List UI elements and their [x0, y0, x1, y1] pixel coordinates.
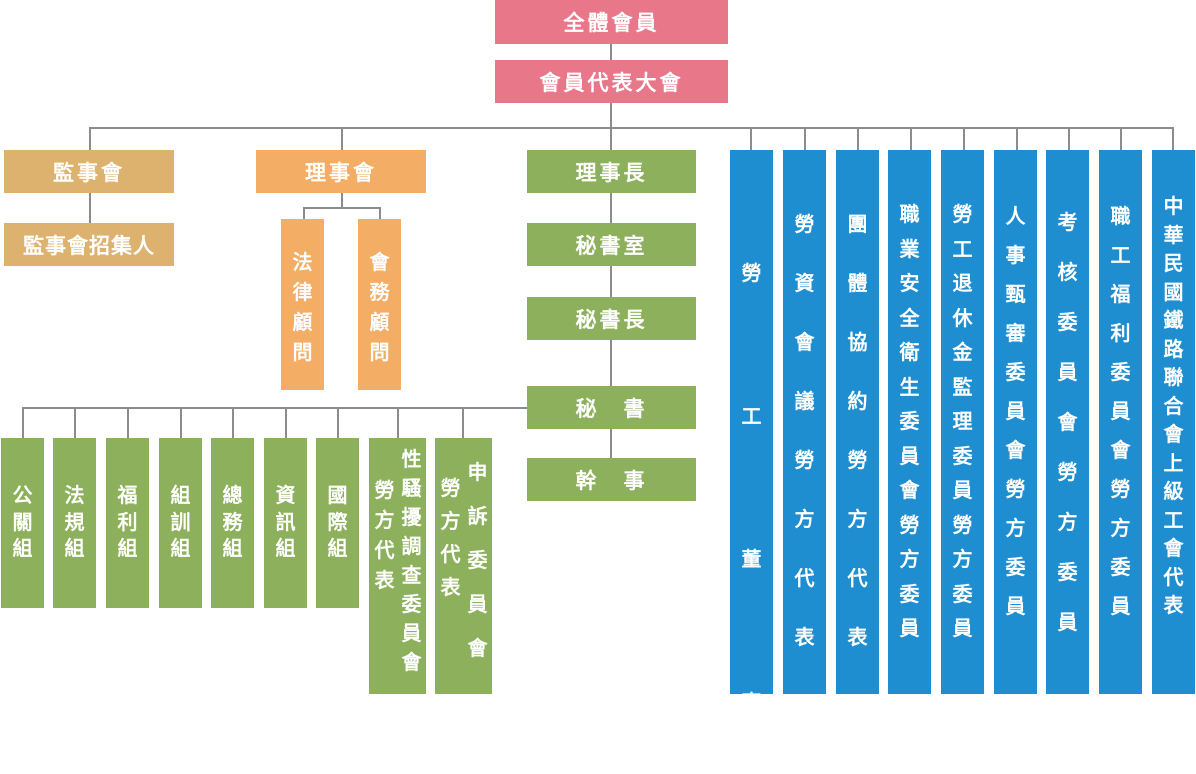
connector-line: [341, 193, 343, 208]
secretary-general-box: 秘書長: [527, 297, 696, 340]
grievance-committee-box: 勞方代表 申訴委員會: [435, 438, 492, 694]
connector-line: [963, 127, 965, 150]
harassment-committee-box: 勞方代表 性騷擾調查委員會: [369, 438, 426, 694]
affairs-advisor-box: 會務顧問: [358, 219, 401, 390]
connector-line: [1068, 127, 1070, 150]
connector-line: [74, 407, 76, 438]
connector-line: [89, 127, 91, 150]
connector-line: [397, 407, 399, 438]
labor-director-box: 勞工董事: [730, 150, 773, 714]
officer-box: 幹 事: [527, 458, 696, 501]
secretariat-box: 秘書室: [527, 223, 696, 266]
connector-line: [910, 127, 912, 150]
group-general-affairs-box: 總務組: [211, 438, 254, 608]
connector-line: [22, 407, 24, 438]
connector-line: [341, 127, 343, 150]
personnel-review-committee-box: 人事甄審委員會勞方委員: [994, 150, 1037, 694]
group-training-box: 組訓組: [159, 438, 202, 608]
employee-welfare-committee-box: 職工福利委員會勞方委員: [1099, 150, 1142, 694]
connector-line: [303, 207, 305, 219]
connector-line: [379, 207, 381, 219]
connector-line: [89, 193, 91, 223]
connector-line: [462, 407, 464, 438]
board-of-directors-box: 理事會: [256, 150, 426, 193]
secretary-box: 秘 書: [527, 386, 696, 429]
group-regulations-box: 法規組: [53, 438, 96, 608]
collective-agreement-rep-box: 團體協約勞方代表: [836, 150, 879, 694]
connector-line: [89, 127, 1174, 129]
member-assembly-box: 會員代表大會: [495, 60, 728, 103]
connector-line: [610, 340, 612, 386]
labor-management-meeting-rep-box: 勞資會議勞方代表: [783, 150, 826, 694]
connector-line: [232, 407, 234, 438]
labor-pension-supervision-box: 勞工退休金監理委員勞方委員: [941, 150, 984, 694]
connector-line: [610, 127, 612, 150]
connector-line: [303, 207, 381, 209]
all-members-box: 全體會員: [495, 0, 728, 44]
connector-line: [337, 407, 339, 438]
connector-line: [857, 127, 859, 150]
connector-line: [750, 127, 752, 150]
connector-line: [804, 127, 806, 150]
evaluation-committee-box: 考核委員會勞方委員: [1046, 150, 1089, 694]
connector-line: [285, 407, 287, 438]
connector-line: [1172, 127, 1174, 150]
connector-line: [610, 44, 612, 60]
supervisory-convener-box: 監事會招集人: [4, 223, 174, 266]
connector-line: [610, 103, 612, 128]
connector-line: [127, 407, 129, 438]
connector-line: [1120, 127, 1122, 150]
harassment-committee-label: 勞方代表: [374, 478, 395, 592]
supervisory-board-box: 監事會: [4, 150, 174, 193]
grievance-committee-sub: 申訴委員會: [467, 460, 488, 660]
harassment-committee-sub: 性騷擾調查委員會: [401, 447, 422, 674]
group-information-box: 資訊組: [264, 438, 307, 608]
connector-line: [610, 429, 612, 458]
grievance-committee-label: 勞方代表: [440, 476, 461, 599]
chairman-box: 理事長: [527, 150, 696, 193]
group-welfare-box: 福利組: [106, 438, 149, 608]
connector-line: [610, 266, 612, 297]
occupational-safety-committee-box: 職業安全衛生委員會勞方委員: [888, 150, 931, 694]
group-public-relations-box: 公關組: [1, 438, 44, 608]
connector-line: [180, 407, 182, 438]
group-international-box: 國際組: [316, 438, 359, 608]
connector-line: [610, 193, 612, 223]
connector-line: [22, 407, 527, 409]
railway-federation-rep-box: 中華民國鐵路聯合會上級工會代表: [1152, 150, 1195, 694]
connector-line: [1016, 127, 1018, 150]
legal-advisor-box: 法律顧問: [281, 219, 324, 390]
